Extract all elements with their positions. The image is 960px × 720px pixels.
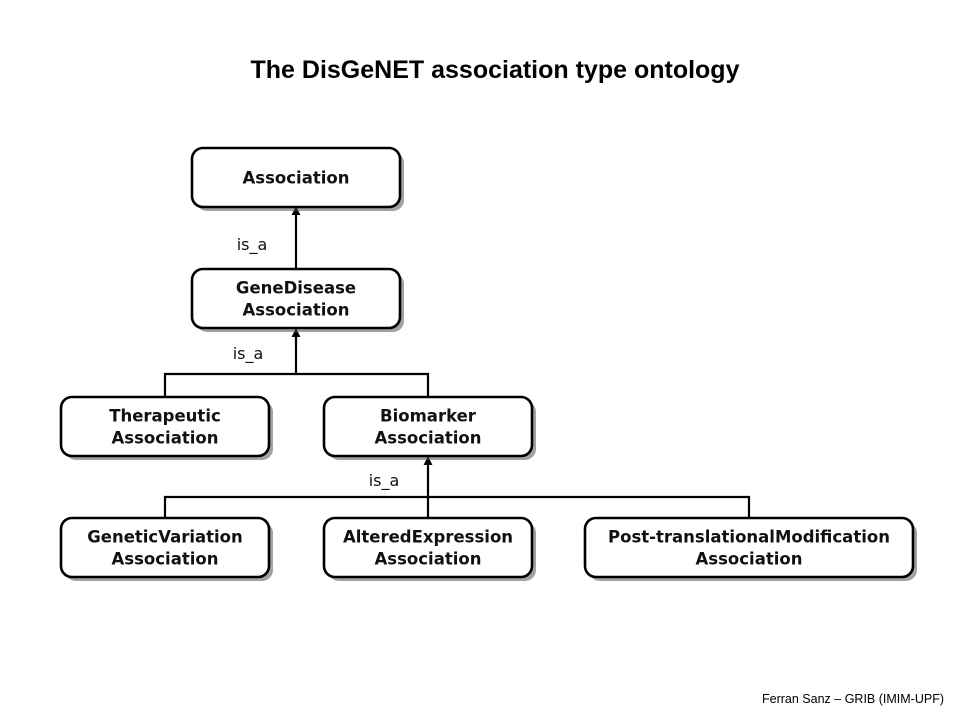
slide-title: The DisGeNET association type ontology — [250, 56, 740, 84]
edge-biomarker-to-genedisease — [296, 372, 430, 397]
node-box — [59, 516, 271, 579]
edge-label-is-a: is_a — [237, 235, 268, 255]
node-label-line: AlteredExpression — [343, 528, 513, 547]
node-label-line: GeneticVariation — [87, 528, 243, 547]
node-label-line: Association — [696, 550, 803, 569]
edges-layer: is_a is_a is_a — [163, 206, 751, 518]
node-posttranslational: Post-translationalModificationAssociatio… — [583, 516, 917, 581]
edge-label-is-a: is_a — [233, 344, 264, 364]
node-box — [190, 267, 402, 330]
footer-credit: Ferran Sanz – GRIB (IMIM-UPF) — [762, 692, 944, 706]
node-association: Association — [190, 146, 404, 211]
nodes-layer: AssociationGeneDiseaseAssociationTherape… — [59, 146, 917, 581]
node-box — [322, 395, 534, 458]
node-box — [322, 516, 534, 579]
node-box — [59, 395, 271, 458]
node-box — [583, 516, 915, 579]
edge-posttranslational-to-biomarker — [428, 495, 751, 518]
node-label-line: Post-translationalModification — [608, 528, 890, 547]
edge-therapeutic-to-genedisease — [163, 372, 296, 397]
node-label-line: Association — [375, 429, 482, 448]
node-label-line: Biomarker — [380, 407, 477, 426]
node-label-line: Association — [112, 550, 219, 569]
node-label-line: GeneDisease — [236, 279, 356, 298]
node-box — [190, 146, 402, 209]
node-label-line: Association — [112, 429, 219, 448]
edge-geneticvariation-to-biomarker — [163, 495, 428, 518]
node-label-line: Association — [243, 169, 350, 188]
edge-label-is-a: is_a — [369, 471, 400, 491]
node-label-line: Association — [243, 301, 350, 320]
node-label-line: Therapeutic — [109, 407, 221, 426]
node-label-line: Association — [375, 550, 482, 569]
